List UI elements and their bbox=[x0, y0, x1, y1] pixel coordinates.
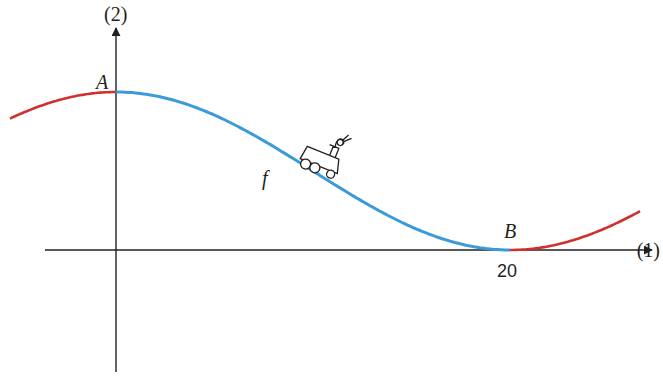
y-axis bbox=[115, 28, 116, 372]
point-label: A bbox=[96, 72, 108, 92]
point-label: B bbox=[504, 221, 516, 241]
car-icon bbox=[297, 122, 352, 181]
curve-red-left bbox=[10, 92, 116, 119]
axis-label: (1) bbox=[637, 240, 660, 260]
curve-red-right bbox=[510, 211, 640, 250]
axis-label: (2) bbox=[104, 4, 127, 24]
curve-label: f bbox=[262, 168, 268, 188]
tick-label: 20 bbox=[497, 262, 517, 280]
curve-blue bbox=[116, 92, 510, 250]
x-axis bbox=[45, 249, 652, 250]
